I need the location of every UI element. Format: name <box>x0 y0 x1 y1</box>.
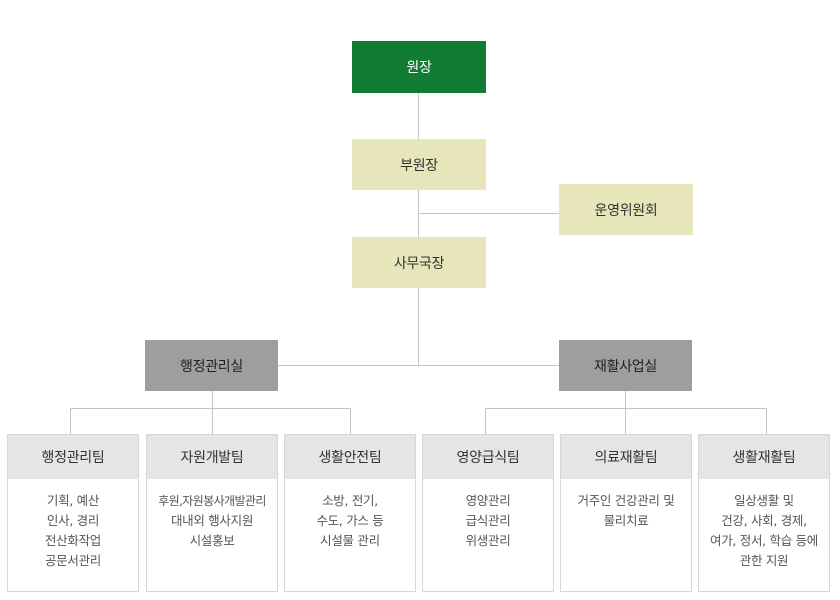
duty-line: 시설물 관리 <box>320 533 380 548</box>
duty-line: 대내외 행사지원 <box>170 513 254 528</box>
director-label: 원장 <box>406 60 432 76</box>
team-title: 자원개발팀 <box>180 450 244 466</box>
team-title: 생활안전팀 <box>318 450 382 466</box>
team-duties: 기획, 예산 인사, 경리 전산화작업 공문서관리 <box>8 479 138 571</box>
duty-line: 영양관리 <box>465 493 511 508</box>
team-card-admin: 행정관리팀 기획, 예산 인사, 경리 전산화작업 공문서관리 <box>7 434 139 592</box>
duty-line: 여가, 정서, 학습 등에 <box>710 533 818 548</box>
team-header: 자원개발팀 <box>147 435 277 479</box>
secretary-general-label: 사무국장 <box>393 255 445 272</box>
duty-line: 위생관리 <box>465 533 511 548</box>
duty-line: 거주인 건강관리 및 <box>577 493 675 508</box>
team-card-living: 생활재활팀 일상생활 및 건강, 사회, 경제, 여가, 정서, 학습 등에 관… <box>698 434 830 592</box>
duty-line: 급식관리 <box>465 513 511 528</box>
office-rehab-box: 재활사업실 <box>559 340 692 391</box>
team-title: 생활재활팀 <box>732 450 796 466</box>
team-card-nutrition: 영양급식팀 영양관리 급식관리 위생관리 <box>422 434 554 592</box>
secretary-general-box: 사무국장 <box>352 237 486 288</box>
team-card-resource: 자원개발팀 후원,자원봉사개발관리 대내외 행사지원 시설홍보 <box>146 434 278 592</box>
duty-line: 소방, 전기, <box>322 493 378 508</box>
team-header: 행정관리팀 <box>8 435 138 479</box>
committee-label: 운영위원회 <box>594 202 658 219</box>
team-title: 의료재활팀 <box>594 450 658 466</box>
duty-line: 관한 지원 <box>739 553 789 568</box>
team-duties: 영양관리 급식관리 위생관리 <box>423 479 553 551</box>
duty-line: 시설홍보 <box>189 533 235 548</box>
duty-line: 공문서관리 <box>44 553 101 568</box>
duty-line: 전산화작업 <box>44 533 101 548</box>
team-header: 의료재활팀 <box>561 435 691 479</box>
duty-line: 물리치료 <box>603 513 649 528</box>
committee-box: 운영위원회 <box>559 184 693 235</box>
team-card-safety: 생활안전팀 소방, 전기, 수도, 가스 등 시설물 관리 <box>284 434 416 592</box>
team-title: 행정관리팀 <box>41 450 105 466</box>
office-admin-box: 행정관리실 <box>145 340 278 391</box>
vice-director-label: 부원장 <box>400 157 438 174</box>
office-admin-label: 행정관리실 <box>180 358 243 375</box>
duty-line: 건강, 사회, 경제, <box>721 513 807 528</box>
duty-line: 기획, 예산 <box>46 493 100 508</box>
duty-line: 일상생활 및 <box>734 493 794 508</box>
vice-director-box: 부원장 <box>352 139 486 190</box>
duty-line: 인사, 경리 <box>46 513 100 528</box>
team-duties: 거주인 건강관리 및 물리치료 <box>561 479 691 531</box>
team-card-medical: 의료재활팀 거주인 건강관리 및 물리치료 <box>560 434 692 592</box>
team-title: 영양급식팀 <box>456 450 520 466</box>
duty-line: 수도, 가스 등 <box>316 513 384 528</box>
team-header: 생활안전팀 <box>285 435 415 479</box>
director-box: 원장 <box>352 41 486 93</box>
team-duties: 후원,자원봉사개발관리 대내외 행사지원 시설홍보 <box>147 479 277 551</box>
team-header: 생활재활팀 <box>699 435 829 479</box>
team-header: 영양급식팀 <box>423 435 553 479</box>
team-duties: 소방, 전기, 수도, 가스 등 시설물 관리 <box>285 479 415 551</box>
duty-line: 후원,자원봉사개발관리 <box>158 494 266 508</box>
team-duties: 일상생활 및 건강, 사회, 경제, 여가, 정서, 학습 등에 관한 지원 <box>699 479 829 571</box>
office-rehab-label: 재활사업실 <box>594 358 657 375</box>
